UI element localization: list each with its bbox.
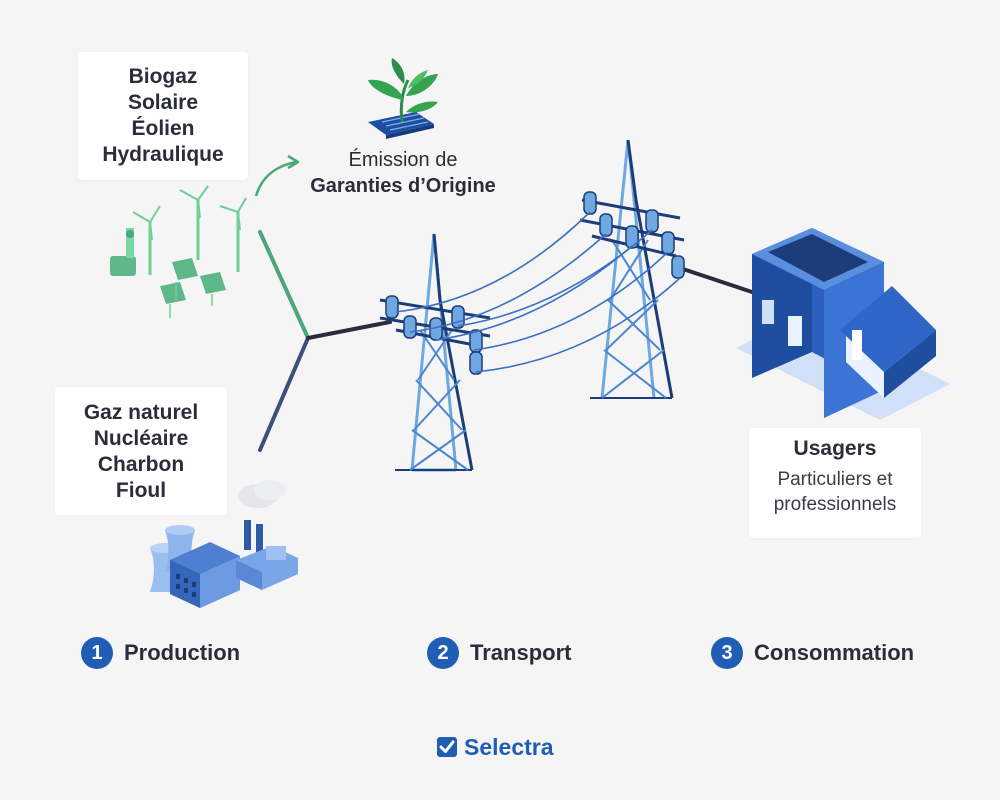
step-label: Consommation: [754, 640, 915, 665]
step-label: Production: [124, 640, 241, 665]
transmission-tower-right: [579, 139, 685, 399]
source-fioul: Fioul: [115, 479, 167, 502]
step-number-badge: 1: [81, 637, 113, 669]
source-nucleaire: Nucléaire: [93, 427, 189, 450]
checkmark-icon: [437, 737, 457, 757]
sprout-certificate-icon: [368, 58, 438, 139]
emission-line-1: Émission de: [348, 149, 458, 171]
step-production: 1 Production: [81, 637, 240, 669]
users-card: Usagers Particuliers et professionnels: [749, 428, 921, 538]
source-eolien: Éolien: [131, 117, 195, 140]
fossil-sources-card: Gaz naturel Nucléaire Charbon Fioul: [55, 387, 227, 515]
source-hydraulique: Hydraulique: [102, 143, 224, 166]
step-number-badge: 2: [427, 637, 459, 669]
emission-label: Émission de Garanties d’Origine: [296, 147, 510, 199]
source-gaz-naturel: Gaz naturel: [83, 401, 199, 424]
step-consommation: 3 Consommation: [711, 637, 914, 669]
source-biogaz: Biogaz: [128, 65, 198, 88]
brand-logo: Selectra: [436, 732, 554, 762]
source-charbon: Charbon: [97, 453, 185, 476]
consumer-connector-line: [678, 266, 754, 294]
power-cables: [395, 211, 681, 373]
curved-arrow-icon: [254, 154, 300, 197]
source-solaire: Solaire: [127, 91, 199, 114]
brand-name: Selectra: [464, 733, 554, 760]
transmission-tower-left: [379, 233, 491, 472]
fossil-connector-line: [258, 336, 310, 452]
users-subtitle-1: Particuliers et: [777, 469, 893, 490]
step-transport: 2 Transport: [427, 637, 571, 669]
step-number-badge: 3: [711, 637, 743, 669]
renewable-sources-card: Biogaz Solaire Éolien Hydraulique: [78, 52, 248, 180]
consumer-building-icon: [736, 228, 950, 420]
emission-line-2: Garanties d’Origine: [310, 175, 496, 197]
grid-connector-line: [306, 320, 392, 340]
step-label: Transport: [470, 640, 572, 665]
renewable-plants-icon: [110, 185, 247, 318]
renewable-connector-line: [258, 230, 310, 340]
power-plant-icon: [150, 480, 298, 608]
users-subtitle-2: professionnels: [773, 494, 897, 515]
users-title: Usagers: [793, 437, 877, 460]
